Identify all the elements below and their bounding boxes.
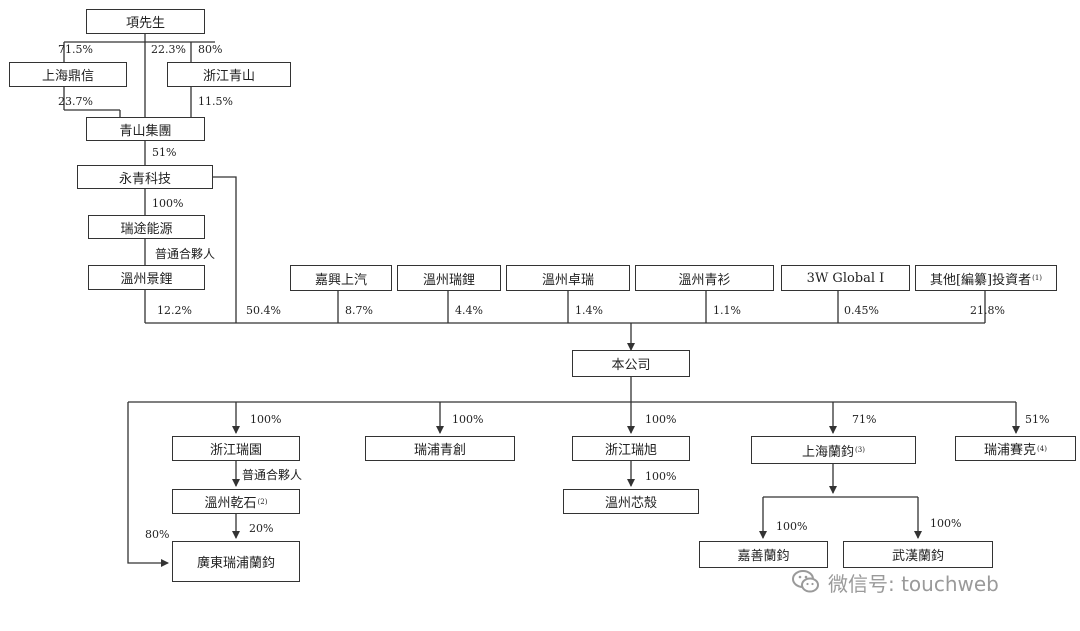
entity-wenzhou-qingshan: 溫州青衫 [635,265,774,291]
entity-shanghai-dingxin: 上海鼎信 [9,62,127,87]
entity-zhejiang-ruixu: 浙江瑞旭 [572,436,690,461]
pct-zhejiang-qingshan-group: 11.5% [198,95,233,108]
entity-qingshan-group: 青山集團 [86,117,205,141]
pct-xiang-group: 22.3% [151,43,186,56]
pct-xiang-zhejiang-qingshan: 80% [198,43,223,56]
watermark: 微信号: touchweb [790,566,999,598]
entity-zhejiang-ruiyuan: 浙江瑞園 [172,436,300,461]
pct-group-yongqing: 51% [152,146,177,159]
footnote-marker: (3) [855,446,865,454]
footnote-marker: (4) [1037,444,1047,453]
relation-general-partner: 普通合夥人 [242,468,303,482]
pct-ruili-company: 4.4% [455,304,483,317]
entity-yongqing-tech: 永青科技 [77,165,213,189]
pct-saic-company: 8.7% [345,304,373,317]
entity-wenzhou-ruili: 溫州瑞鋰 [397,265,501,291]
pct-xiang-dingxin: 71.5% [58,43,93,56]
entity-wuhan-lanjun: 武漢蘭鈞 [843,541,993,568]
pct-company-qingchuang: 100% [452,413,484,426]
entity-wenzhou-xinke: 溫州芯殼 [563,489,699,514]
watermark-text: 微信号: touchweb [828,571,999,596]
pct-company-lanjun: 71% [852,413,877,426]
entity-jiaxing-saic: 嘉興上汽 [290,265,392,291]
pct-company-guangdong: 80% [145,528,170,541]
pct-ruixu-xinke: 100% [645,470,677,483]
pct-3w-company: 0.45% [844,304,879,317]
pct-company-ruixu: 100% [645,413,677,426]
pct-others-company: 21.8% [970,304,1005,317]
entity-wenzhou-qianshi: 溫州乾石(2) [172,489,300,514]
pct-jingli-company: 12.2% [157,304,192,317]
entity-3w-global: 3W Global I [781,265,910,291]
wechat-icon [792,570,819,593]
entity-jiashan-lanjun: 嘉善蘭鈞 [699,541,828,568]
entity-wenzhou-zhuorui: 溫州卓瑞 [506,265,630,291]
entity-ruipu-saike: 瑞浦賽克(4) [955,436,1076,461]
pct-lanjun-wuhan: 100% [930,517,962,530]
entity-xiang: 項先生 [86,9,205,34]
pct-qingshan-company: 1.1% [713,304,741,317]
entity-wenzhou-jingli: 溫州景鋰 [88,265,205,290]
entity-company: 本公司 [572,350,690,377]
pct-yongqing-company: 50.4% [246,304,281,317]
entity-ruipu-qingchuang: 瑞浦青創 [365,436,515,461]
footnote-marker: (2) [257,497,268,506]
pct-company-ruiyuan: 100% [250,413,282,426]
entity-shanghai-lanjun: 上海蘭鈞(3) [751,436,916,464]
relation-general-partner: 普通合夥人 [155,247,216,261]
pct-company-saike: 51% [1025,413,1050,426]
pct-yongqing-ruitu: 100% [152,197,184,210]
entity-zhejiang-qingshan: 浙江青山 [167,62,291,87]
pct-lanjun-jiashan: 100% [776,520,808,533]
pct-zhuorui-company: 1.4% [575,304,603,317]
footnote-marker: (1) [1032,274,1043,282]
entity-ruitu-energy: 瑞途能源 [88,215,205,239]
pct-dingxin-group: 23.7% [58,95,93,108]
pct-qianshi-guangdong: 20% [249,522,274,535]
entity-other-investors: 其他[編纂]投資者(1) [915,265,1057,291]
entity-guangdong-lanjun: 廣東瑞浦蘭鈞 [172,541,300,582]
